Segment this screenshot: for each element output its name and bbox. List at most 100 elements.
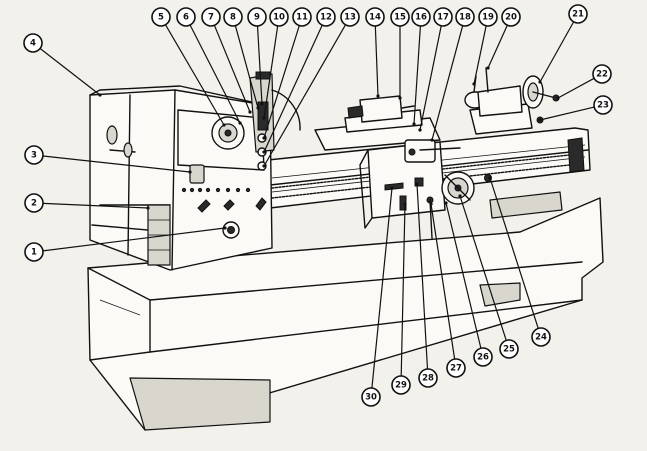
callout-marker-29 xyxy=(391,375,411,395)
callout-marker-3 xyxy=(24,145,44,165)
callout-marker-4 xyxy=(23,33,43,53)
callout-number-15: 15 xyxy=(394,13,406,23)
callout-number-25: 25 xyxy=(503,345,515,355)
callout-number-13: 13 xyxy=(344,13,356,23)
callout-leader-1 xyxy=(42,227,226,252)
tailstock xyxy=(464,67,560,135)
callout-number-19: 19 xyxy=(482,13,494,23)
callout-number-17: 17 xyxy=(437,13,449,23)
callout-marker-15 xyxy=(390,7,410,27)
callout-pointer-19 xyxy=(472,82,476,86)
callout-pointer-17 xyxy=(418,128,422,132)
callout-marker-1 xyxy=(24,242,44,262)
callout-pointer-7 xyxy=(248,110,252,114)
callout-marker-19 xyxy=(478,7,498,27)
callout-pointer-14 xyxy=(376,94,380,98)
callout-leader-11 xyxy=(263,25,300,139)
callout-marker-16 xyxy=(411,7,431,27)
callout-number-20: 20 xyxy=(505,13,517,23)
callout-pointer-13 xyxy=(262,164,266,168)
callout-leader-27 xyxy=(430,203,456,360)
callout-pointer-5 xyxy=(222,123,226,127)
callout-pointer-30 xyxy=(390,186,394,190)
callout-number-3: 3 xyxy=(31,151,37,161)
callout-leader-10 xyxy=(263,25,279,119)
callout-marker-25 xyxy=(499,339,519,359)
callout-leader-6 xyxy=(189,24,241,124)
callout-marker-22 xyxy=(592,64,612,84)
callout-leader-13 xyxy=(263,24,347,167)
callout-number-14: 14 xyxy=(369,13,381,23)
callout-pointer-18 xyxy=(430,138,434,142)
callout-number-26: 26 xyxy=(477,353,489,363)
callout-marker-30 xyxy=(361,387,381,407)
callout-pointer-10 xyxy=(262,116,266,120)
callout-marker-10 xyxy=(269,7,289,27)
callout-marker-26 xyxy=(473,347,493,367)
callout-number-10: 10 xyxy=(273,13,285,23)
callout-leader-24 xyxy=(489,177,539,329)
callout-marker-21 xyxy=(568,4,588,24)
callout-pointer-8 xyxy=(256,106,260,110)
callout-pointer-21 xyxy=(538,80,542,84)
callout-pointer-16 xyxy=(412,122,416,126)
callout-leader-25 xyxy=(459,195,507,341)
callout-pointer-2 xyxy=(146,206,150,210)
callout-marker-5 xyxy=(151,7,171,27)
callout-leader-4 xyxy=(39,48,101,96)
carriage-apron xyxy=(314,95,492,239)
callout-leader-19 xyxy=(473,25,487,85)
headstock xyxy=(89,71,301,271)
callout-marker-28 xyxy=(418,368,438,388)
callout-leader-23 xyxy=(539,106,595,121)
callout-pointer-20 xyxy=(486,66,490,70)
callout-pointer-28 xyxy=(415,182,419,186)
callout-marker-17 xyxy=(433,7,453,27)
callout-leader-12 xyxy=(263,24,323,153)
callout-pointer-29 xyxy=(403,202,407,206)
callout-marker-6 xyxy=(176,7,196,27)
callout-number-12: 12 xyxy=(320,13,332,23)
callout-marker-13 xyxy=(340,7,360,27)
callout-number-5: 5 xyxy=(158,13,164,23)
callout-marker-11 xyxy=(292,7,312,27)
callout-marker-9 xyxy=(247,7,267,27)
callout-marker-8 xyxy=(223,7,243,27)
callout-number-7: 7 xyxy=(208,13,214,23)
callout-pointer-15 xyxy=(398,96,402,100)
callout-pointer-27 xyxy=(429,202,433,206)
callout-number-1: 1 xyxy=(31,248,37,258)
callout-number-16: 16 xyxy=(415,13,427,23)
callout-pointer-12 xyxy=(262,150,266,154)
callout-number-2: 2 xyxy=(31,199,37,209)
callout-pointer-4 xyxy=(98,93,102,97)
callout-leader-21 xyxy=(539,21,575,83)
callout-pointer-24 xyxy=(488,176,492,180)
callout-leader-5 xyxy=(165,24,225,126)
callout-leader-9 xyxy=(256,25,263,105)
callout-leader-16 xyxy=(413,25,422,125)
callout-marker-24 xyxy=(531,327,551,347)
callout-leader-7 xyxy=(213,25,251,113)
callout-pointer-1 xyxy=(223,226,227,230)
callout-number-29: 29 xyxy=(395,381,407,391)
callout-number-9: 9 xyxy=(254,13,260,23)
callout-pointer-26 xyxy=(444,201,448,205)
callout-leader-22 xyxy=(557,77,595,99)
callout-marker-14 xyxy=(365,7,385,27)
callout-number-6: 6 xyxy=(183,13,189,23)
callout-leader-28 xyxy=(416,183,429,370)
callout-leader-8 xyxy=(234,25,259,109)
callout-number-11: 11 xyxy=(296,13,308,23)
callout-leader-29 xyxy=(400,203,406,377)
callout-marker-18 xyxy=(455,7,475,27)
callout-marker-7 xyxy=(201,7,221,27)
callout-leader-18 xyxy=(431,25,464,141)
callout-pointer-23 xyxy=(538,118,542,122)
callout-number-30: 30 xyxy=(365,393,377,403)
callout-leader-3 xyxy=(42,155,191,173)
callout-leader-20 xyxy=(487,24,508,69)
